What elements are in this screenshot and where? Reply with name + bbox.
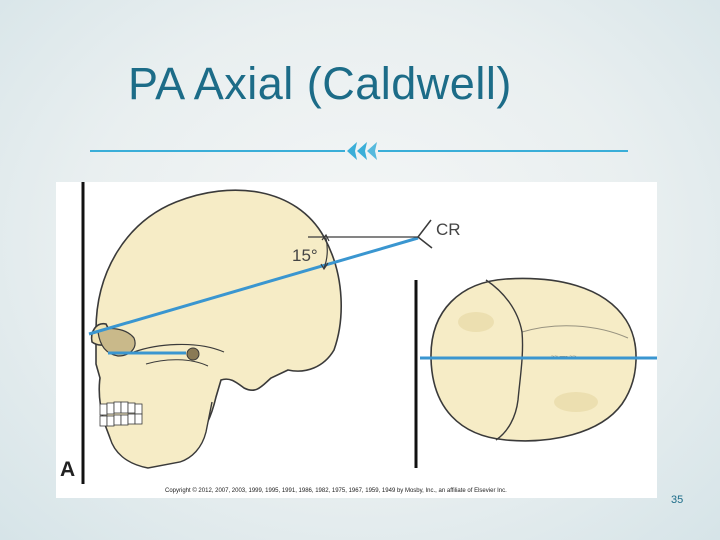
- mandible: [109, 401, 213, 469]
- divider-ornament-icon: [347, 142, 377, 160]
- angle-label: 15°: [292, 246, 318, 265]
- page-number: 35: [671, 494, 684, 506]
- slide-title: PA Axial (Caldwell): [128, 58, 512, 109]
- orbit: [97, 328, 136, 357]
- cr-source-icon: [417, 219, 433, 249]
- teeth: [99, 401, 143, 427]
- title-divider-right: [378, 150, 628, 152]
- panel-label: A: [60, 458, 76, 481]
- cr-label: CR: [436, 220, 461, 239]
- ear-canal: [186, 347, 200, 361]
- coronal-suture: [485, 279, 524, 441]
- caldwell-figure: ~~ —- ~~ A CR 15° Copyright © 2012, 2007…: [56, 182, 657, 498]
- svg-text:~~ —- ~~: ~~ —- ~~: [551, 354, 577, 360]
- title-divider-left: [90, 150, 345, 152]
- copyright-notice: Copyright © 2012, 2007, 2003, 1999, 1995…: [165, 488, 507, 494]
- central-ray-lateral: [88, 236, 419, 336]
- skull-diagram: ~~ —- ~~: [81, 182, 657, 484]
- superior-skull: [430, 277, 637, 442]
- angle-arc: [323, 237, 328, 269]
